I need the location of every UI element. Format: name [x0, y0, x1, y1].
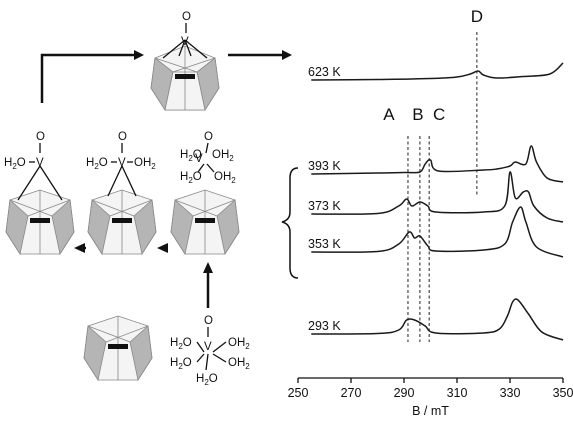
top-oxo: O — [182, 11, 191, 23]
svg-text:V: V — [118, 157, 126, 169]
x-tick-label: 310 — [447, 386, 468, 400]
temperature-label: 393 K — [308, 159, 341, 173]
svg-text:H2O: H2O — [170, 337, 192, 351]
cluster-middle — [87, 165, 157, 256]
svg-text:OH2: OH2 — [214, 171, 236, 185]
svg-text:V: V — [36, 157, 44, 169]
svg-text:H2O: H2O — [196, 373, 218, 387]
svg-text:H2O: H2O — [180, 149, 202, 163]
x-tick-label: 250 — [288, 386, 309, 400]
spectrum-trace — [311, 298, 564, 341]
peak-label: C — [433, 105, 445, 124]
svg-text:OH2: OH2 — [228, 337, 250, 351]
x-tick-label: 350 — [553, 386, 573, 400]
svg-text:V: V — [195, 153, 203, 165]
svg-text:V: V — [204, 341, 212, 353]
svg-text:O: O — [36, 131, 45, 143]
cluster-left — [5, 165, 75, 256]
peak-label: A — [383, 105, 395, 124]
spectrum-trace — [311, 171, 564, 223]
temperature-brace — [281, 167, 299, 279]
svg-text:H2O: H2O — [170, 357, 192, 371]
cluster-top — [150, 39, 220, 112]
svg-text:OH2: OH2 — [228, 357, 250, 371]
temperature-label: 373 K — [308, 199, 341, 213]
svg-text:OH2: OH2 — [134, 157, 156, 171]
cluster-bottom — [83, 315, 153, 382]
arrow-up-right — [40, 53, 138, 103]
cluster-right — [170, 189, 240, 256]
formula-left: O H2O V — [4, 131, 45, 171]
temperature-label: 353 K — [308, 237, 341, 251]
reaction-scheme: O V — [4, 11, 299, 387]
svg-text:H2O: H2O — [86, 157, 108, 171]
formula-right: O V H2O OH2 H2O OH2 — [180, 131, 236, 185]
formula-bottom: O V H2O OH2 H2O OH2 H2O — [170, 315, 250, 387]
peak-label: D — [471, 7, 483, 26]
formula-center: O H2O V OH2 — [86, 131, 156, 171]
svg-text:O: O — [204, 131, 213, 143]
svg-text:H2O: H2O — [180, 171, 202, 185]
svg-text:O: O — [204, 315, 213, 327]
top-vanadium: V — [181, 36, 189, 48]
x-axis-label: B / mT — [412, 404, 449, 418]
svg-text:OH2: OH2 — [212, 149, 234, 163]
spectrum-trace — [311, 145, 564, 183]
peak-label: B — [412, 105, 423, 124]
x-tick-label: 330 — [500, 386, 521, 400]
spectrum-trace — [311, 62, 564, 81]
svg-text:O: O — [118, 131, 127, 143]
x-tick-label: 270 — [341, 386, 362, 400]
spectrum-trace — [311, 206, 564, 258]
x-tick-label: 290 — [394, 386, 415, 400]
temperature-label: 293 K — [308, 319, 341, 333]
svg-text:H2O: H2O — [4, 157, 26, 171]
temperature-label: 623 K — [308, 65, 341, 79]
